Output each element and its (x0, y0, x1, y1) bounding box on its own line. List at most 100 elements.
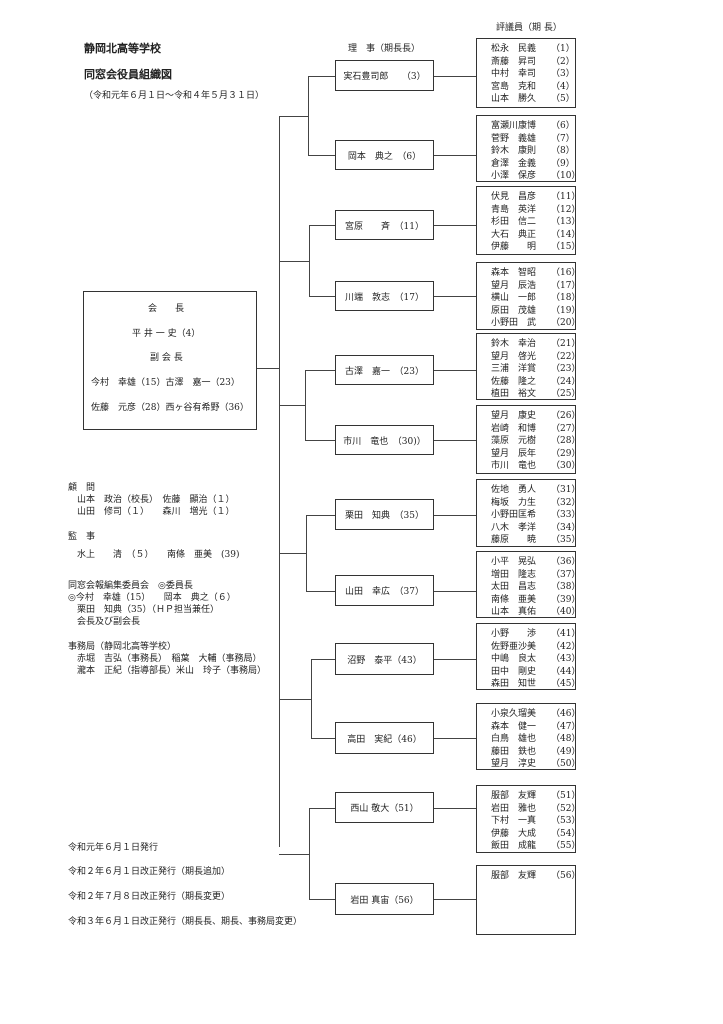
director-box: 栗田 知典 （35） (335, 499, 434, 530)
officer-note: 同窓会報編集委員会 ◎委員長 (68, 581, 193, 591)
director-box: 西山 敬大（51） (335, 792, 434, 823)
councilor-term: （1） (551, 44, 575, 54)
revision-entry: 令和２年６月１日改正発行（期長追加） (68, 867, 231, 877)
councilor-row: 白鳥 雄也（48） (491, 733, 580, 745)
councilor-term: （12） (551, 204, 581, 215)
officer-note: 赤堀 吉弘（事務長） 稲葉 大輔（事務局） (68, 654, 262, 664)
councilor-row: 望月 辰年（29） (491, 448, 580, 460)
councilor-name: 岩田 雅也 (491, 803, 537, 814)
officer-note: 監 事 (68, 532, 96, 542)
directors-label: 理 事（期長長） (348, 44, 421, 54)
councilor-name: 鈴木 康則 (491, 146, 537, 157)
councilor-term: （22） (551, 351, 581, 362)
councilor-row: 森本 智昭（16） (491, 267, 580, 279)
councilor-name: 松永 民義 (491, 44, 537, 54)
councilor-name: 佐野亜沙美 (491, 641, 537, 652)
councilor-row: 横山 一郎（18） (491, 292, 580, 304)
connector-line (434, 155, 476, 156)
councilor-term: （31） (551, 485, 581, 495)
councilor-row: 藤田 鉄也（49） (491, 746, 580, 758)
councilor-name: 梅坂 力生 (491, 497, 537, 508)
connector-line (309, 225, 310, 296)
councilor-term: （24） (551, 376, 581, 387)
councilor-term: （39） (551, 594, 581, 605)
councilor-row: 鈴木 康則（8） (491, 145, 575, 157)
councilor-name: 杉田 信二 (491, 217, 537, 228)
councilor-name: 小野田匡希 (491, 510, 537, 521)
councilor-term: （4） (551, 81, 575, 92)
councilor-term: （47） (551, 721, 581, 732)
councilor-name: 望月 辰浩 (491, 280, 537, 291)
councilor-term: （2） (551, 56, 575, 67)
councilor-name: 植田 裕文 (491, 389, 537, 400)
connector-line (434, 370, 476, 371)
councilor-name: 太田 昌志 (491, 582, 537, 593)
councilor-term: （43） (551, 654, 581, 665)
councilor-term: （49） (551, 746, 581, 757)
councilor-name: 小野 渉 (491, 629, 537, 639)
connector-line (308, 76, 335, 77)
councilor-name: 佐藤 隆之 (491, 376, 537, 387)
councilor-name: 斎藤 昇司 (491, 56, 537, 67)
councilor-row: 望月 淳史（50） (491, 758, 580, 770)
councilor-row: 斎藤 昇司 （2） (491, 56, 575, 68)
officer-note: 水上 清 （５） 南條 亜美 (39) (68, 550, 240, 560)
councilor-term: （32） (551, 497, 581, 508)
councilor-name: 小澤 保彦 (491, 171, 537, 182)
connector-line (279, 116, 280, 847)
councilor-row: 服部 友輝（56） (491, 870, 580, 882)
councilor-term: （10） (551, 171, 581, 182)
councilor-name: 菅野 義雄 (491, 133, 537, 144)
councilor-name: 中嶋 良太 (491, 654, 537, 665)
councilor-term: （33） (551, 510, 581, 521)
councilor-row: 三浦 洋賞（23） (491, 363, 580, 375)
revision-entry: 令和３年６月１日改正発行（期長長、期長、事務局変更） (68, 917, 303, 927)
councilor-row: 宮島 克和（4） (491, 81, 575, 93)
councilor-row: 望月 康史（26） (491, 410, 580, 422)
councilor-row: 倉澤 金義（9） (491, 158, 575, 170)
officer-note: 会長及び副会長 (68, 617, 141, 627)
director-box: 山田 幸広 （37） (335, 575, 434, 606)
councilor-name: 森本 健一 (491, 721, 537, 732)
councilor-term: （19） (551, 305, 581, 316)
councilor-row: 山本 勝久（5） (491, 93, 575, 105)
councilor-term: （29） (551, 448, 581, 459)
councilor-box: 鈴木 幸治（21）望月 啓光（22）三浦 洋賞（23）佐藤 隆之（24）植田 裕… (476, 333, 580, 400)
councilor-name: 小野田 武 (491, 318, 537, 329)
connector-line (257, 368, 279, 369)
councilor-name: 山本 勝久 (491, 94, 537, 105)
councilor-box: 望月 康史（26）岩崎 和博（27）藻原 元樹（28）望月 辰年（29）市川 竜… (476, 405, 580, 474)
councilor-row: 梅坂 力生 （32） (491, 497, 580, 509)
councilor-name: 伏見 昌彦 (491, 192, 537, 202)
councilor-row: 岩田 雅也（52） (491, 803, 580, 815)
councilor-row: 望月 辰浩（17） (491, 280, 580, 292)
councilor-row: 佐藤 隆之 （24） (491, 376, 580, 388)
councilor-term: （16） (551, 268, 581, 278)
councilor-term: （6） (551, 121, 575, 131)
councilor-term: （38） (551, 582, 581, 593)
councilor-term: （14） (551, 229, 581, 240)
councilor-term: （53） (551, 816, 581, 827)
director-box: 市川 竜也 （30)） (335, 425, 434, 455)
councilor-row: 服部 友輝（51） (491, 790, 580, 802)
councilor-box: 服部 友輝（56） (476, 865, 580, 935)
councilor-term: （54） (551, 828, 581, 839)
connector-line (305, 370, 306, 440)
councilor-row: 森田 知世（45） (491, 678, 580, 690)
councilor-row: 富瀬川康博（6） (491, 120, 575, 132)
councilor-term: （34） (551, 522, 581, 533)
councilor-term: （51） (551, 791, 581, 801)
connector-line (279, 405, 305, 406)
vice-president-row: 今村 幸雄（15）古澤 嘉一（23） (91, 378, 240, 388)
connector-line (434, 738, 476, 739)
councilor-row: 青島 英洋（12） (491, 204, 580, 216)
councilor-term: （44） (551, 666, 581, 677)
director-box: 古澤 嘉一 （23） (335, 355, 434, 385)
connector-line (306, 515, 307, 591)
councilor-name: 八木 孝洋 (491, 522, 537, 533)
councilor-box: 松永 民義（1）斎藤 昇司（2）中村 幸司（3）宮島 克和（4）山本 勝久（5） (476, 38, 576, 108)
councilor-term: （27） (551, 423, 581, 434)
director-box: 沼野 泰平（43） (335, 643, 434, 675)
councilor-term: （15） (551, 242, 581, 253)
councilor-name: 田中 剛史 (491, 666, 537, 677)
